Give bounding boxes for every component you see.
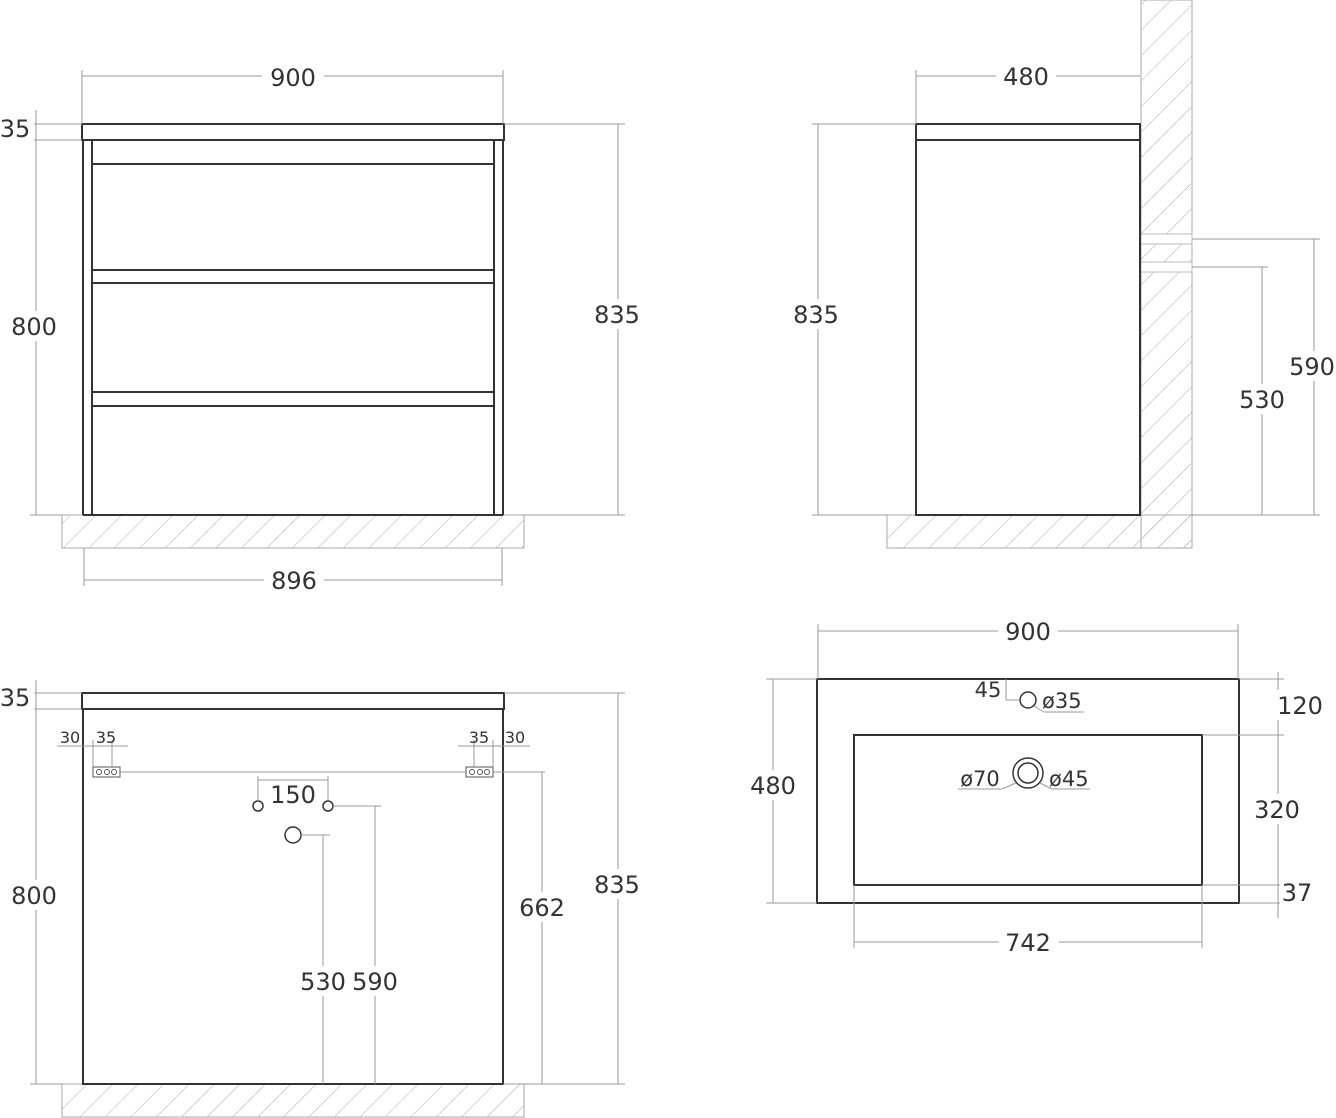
top-back-margin-label: 120 [1277,692,1323,720]
back-mount-height-label: 662 [519,894,565,922]
back-top-thickness-label: 35 [0,684,30,712]
top-tap-offset-label: 45 [975,678,1002,702]
back-bracket-right-offset-label: 30 [505,728,525,747]
top-basin-outline [816,678,1240,904]
front-bottom-width-label: 896 [271,567,317,595]
front-floor-hatch [61,514,525,549]
back-pipe-left [252,800,264,812]
back-body-height-label: 800 [11,882,57,910]
back-bracket-left-offset-label: 30 [60,728,80,747]
front-top-thickness-label: 35 [0,115,30,143]
back-pipes-height-label: 590 [352,968,398,996]
front-view: 900 35 800 835 896 [0,62,644,595]
top-bowl-outline [853,734,1203,886]
top-width-label: 900 [1005,618,1051,646]
back-bracket-right [465,766,494,778]
side-floor-hatch [886,514,1193,549]
top-bowl-depth-label: 320 [1254,796,1300,824]
front-drawer-3 [91,405,495,516]
back-total-height-label: 835 [594,871,640,899]
top-bowl-width-label: 742 [1005,929,1051,957]
side-total-height-label: 835 [793,301,839,329]
top-front-margin-label: 37 [1282,879,1313,907]
side-lower-pipe-height-label: 530 [1239,386,1285,414]
back-pipe-spacing-label: 150 [270,781,316,809]
side-body [915,139,1141,516]
side-pipe-lower [1140,261,1193,273]
top-view: 900 480 45 ø35 ø70 ø45 120 320 37 [747,616,1323,957]
back-bracket-right-spacing-label: 35 [469,728,489,747]
front-width-label: 900 [270,64,316,92]
top-depth-label: 480 [750,772,796,800]
top-drain-inner [1017,762,1039,784]
side-depth-label: 480 [1003,63,1049,91]
back-drain [284,826,302,844]
back-bracket-left-spacing-label: 35 [96,728,116,747]
front-drawer-2 [91,282,495,393]
back-drain-height-label: 530 [300,968,346,996]
top-drain-inner-label: ø45 [1049,767,1089,791]
side-view: 480 835 590 530 [790,0,1336,549]
side-pipe-upper [1140,233,1193,245]
top-tap-diameter-label: ø35 [1042,689,1082,713]
front-countertop [81,123,505,141]
back-bracket-left [92,766,121,778]
back-view: 30 35 35 30 150 530 590 662 835 [0,680,644,1118]
front-body-height-label: 800 [11,313,57,341]
side-upper-pipe-height-label: 590 [1289,353,1335,381]
side-countertop [915,123,1141,141]
top-tap-hole [1019,691,1037,709]
top-drain-outer-label: ø70 [960,767,1000,791]
side-wall-hatch [1140,0,1193,549]
front-drawer-1 [91,163,495,271]
back-pipe-right [322,800,334,812]
back-countertop [81,692,505,710]
front-total-height-label: 835 [594,301,640,329]
back-floor-hatch [61,1083,525,1118]
back-body [82,708,504,1085]
